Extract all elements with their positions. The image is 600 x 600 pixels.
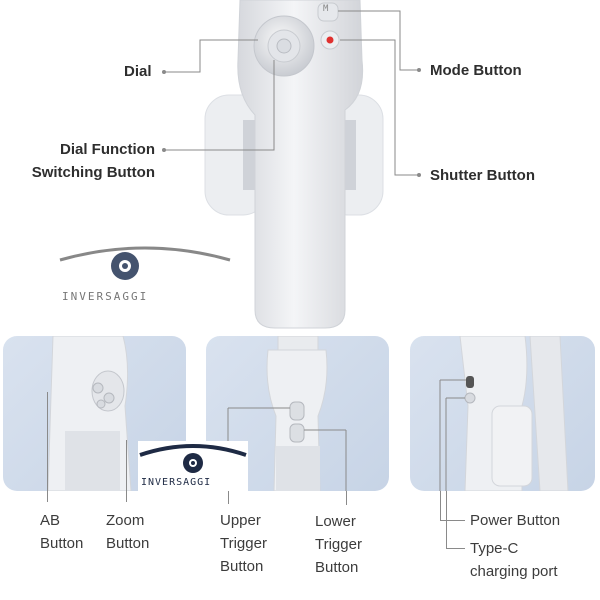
- ab-button-shape: [92, 382, 104, 394]
- lead-lower: [346, 491, 347, 505]
- panel-power-typec: [410, 336, 595, 491]
- label-upper-2: Trigger: [220, 535, 267, 552]
- upper-trigger-shape: [289, 401, 305, 421]
- label-lower-3: Button: [315, 559, 359, 576]
- label-upper-1: Upper: [220, 512, 261, 529]
- dot-shutter: [417, 173, 421, 177]
- label-lower-2: Trigger: [315, 536, 362, 553]
- label-zoom-1: Zoom: [106, 512, 145, 529]
- watermark-text: INVERSAGGI: [62, 290, 149, 303]
- panel-power-typec-svg: [439, 336, 569, 491]
- panel-triggers-svg: [227, 336, 347, 491]
- panel-ab-zoom-svg: [47, 336, 132, 491]
- lead-ab: [47, 392, 48, 502]
- lead-zoom: [126, 440, 127, 502]
- dot-mode: [417, 68, 421, 72]
- label-shutter-button: Shutter Button: [430, 167, 535, 184]
- dot-dial-function: [162, 148, 166, 152]
- label-dial-function-2: Switching Button: [31, 164, 155, 181]
- dial-function-button: [276, 38, 292, 54]
- mode-button-shape: [317, 2, 339, 22]
- label-zoom-2: Button: [106, 535, 150, 552]
- mode-key-letter: M: [323, 4, 329, 14]
- power-button-shape: [464, 392, 476, 404]
- label-typec-2: charging port: [470, 563, 558, 580]
- label-dial-function-1: Dial Function: [60, 141, 155, 158]
- watermark-badge-text: INVERSAGGI: [141, 477, 212, 488]
- watermark-badge: [138, 441, 248, 491]
- typec-port-shape: [466, 376, 474, 388]
- handle-body: [237, 0, 364, 329]
- zoom-button-shape: [103, 392, 115, 404]
- gimbal-handle-svg: [165, 0, 418, 329]
- label-ab-2: Button: [40, 535, 84, 552]
- label-dial: Dial: [124, 63, 152, 80]
- lead-upper: [228, 491, 229, 504]
- lead-typec: [446, 491, 465, 549]
- label-lower-1: Lower: [315, 513, 356, 530]
- watermark-badge-svg: [139, 444, 247, 473]
- watermark-logo-svg: [59, 246, 231, 280]
- watermark-logo: [55, 238, 235, 308]
- dot-dial: [162, 70, 166, 74]
- label-power-button: Power Button: [470, 512, 561, 529]
- lead-power: [440, 491, 465, 521]
- gimbal-top-illustration: [165, 0, 418, 329]
- panel-ab-zoom: [3, 336, 186, 491]
- lower-trigger-shape: [289, 423, 305, 443]
- label-upper-3: Button: [220, 558, 264, 575]
- label-mode-button: Mode Button: [430, 62, 522, 79]
- label-ab-1: AB: [40, 512, 61, 529]
- label-typec-1: Type-C: [470, 540, 519, 557]
